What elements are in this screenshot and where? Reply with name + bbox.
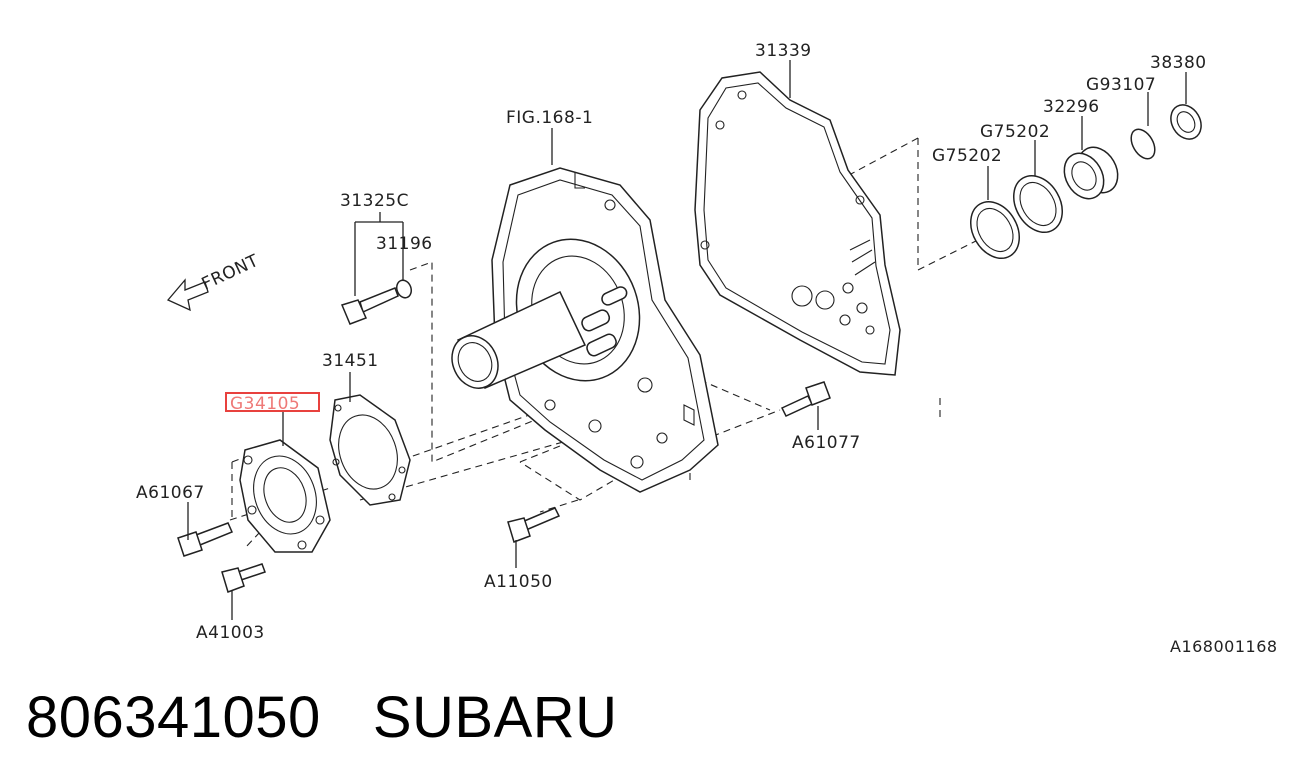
bearing-32296 bbox=[1063, 146, 1119, 200]
gasket-31451 bbox=[329, 394, 411, 506]
input-shaft bbox=[451, 291, 587, 389]
label-31339: 31339 bbox=[755, 41, 812, 61]
label-32296: 32296 bbox=[1043, 97, 1100, 117]
parts-diagram: FRONT 31339 38380 G93107 32296 G75202 G7… bbox=[136, 41, 1278, 656]
footer-caption: 806341050 SUBARU bbox=[26, 684, 670, 751]
nut-38380 bbox=[1170, 104, 1202, 140]
image-code: A168001168 bbox=[1170, 637, 1278, 656]
label-G93107: G93107 bbox=[1086, 75, 1156, 95]
bolt-A61077 bbox=[780, 381, 831, 417]
label-A61067: A61067 bbox=[136, 483, 205, 503]
brand-name: SUBARU bbox=[372, 685, 618, 750]
bolt-A41003 bbox=[221, 563, 266, 593]
label-31451: 31451 bbox=[322, 351, 379, 371]
label-31325C: 31325C bbox=[340, 191, 409, 211]
leader-lines bbox=[187, 60, 1187, 620]
label-G34105-highlighted: G34105 bbox=[230, 394, 300, 414]
label-G75202-upper: G75202 bbox=[980, 122, 1050, 142]
cover-G34105 bbox=[239, 439, 331, 553]
figure-reference: FIG.168-1 bbox=[506, 108, 593, 128]
bolt-A61067 bbox=[177, 522, 233, 557]
front-label: FRONT bbox=[199, 251, 262, 295]
label-A41003: A41003 bbox=[196, 623, 265, 643]
label-A11050: A11050 bbox=[484, 572, 553, 592]
label-A61077: A61077 bbox=[792, 433, 861, 453]
part-labels: 31339 38380 G93107 32296 G75202 G75202 F… bbox=[136, 41, 1278, 656]
highlight-box bbox=[225, 392, 320, 412]
bolt-31325C bbox=[340, 287, 399, 325]
front-arrow-icon: FRONT bbox=[166, 251, 262, 312]
seal-75202-b bbox=[1013, 175, 1063, 233]
bolt-A11050 bbox=[507, 507, 561, 543]
label-G75202-lower: G75202 bbox=[932, 146, 1002, 166]
gasket-31339 bbox=[694, 71, 901, 376]
part-number: 806341050 bbox=[26, 685, 321, 750]
washer-31196 bbox=[395, 279, 413, 299]
label-38380: 38380 bbox=[1150, 53, 1207, 73]
seal-75202-a bbox=[970, 201, 1020, 259]
oring-93107 bbox=[1130, 128, 1156, 160]
label-31196: 31196 bbox=[376, 234, 433, 254]
